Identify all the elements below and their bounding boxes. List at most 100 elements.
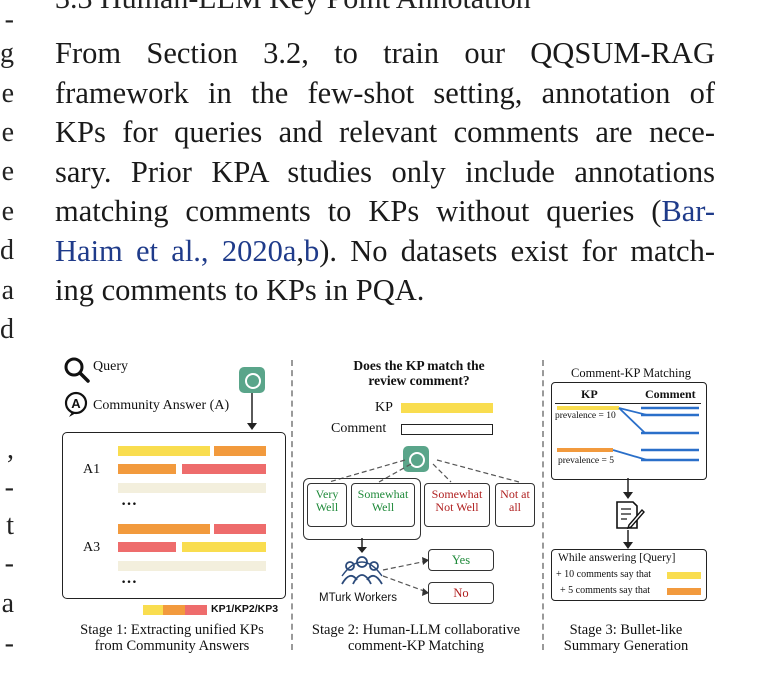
stage-divider xyxy=(291,360,293,650)
option-somewhat-not-well[interactable]: Somewhat Not Well xyxy=(424,483,490,527)
glyph: d xyxy=(0,314,14,345)
kp-bar xyxy=(118,542,176,552)
legend-label: KP1/KP2/KP3 xyxy=(211,603,279,615)
option-somewhat-well[interactable]: Somewhat Well xyxy=(351,483,415,527)
title-line: review comment? xyxy=(368,373,470,388)
glyph: t xyxy=(6,510,14,541)
kp-bar xyxy=(667,588,701,595)
caption-line: from Community Answers xyxy=(94,638,250,654)
yes-box[interactable]: Yes xyxy=(428,549,494,571)
glyph: , xyxy=(7,434,14,465)
arrow-down-icon xyxy=(357,538,367,553)
kp-bar xyxy=(401,403,493,413)
kp-bar xyxy=(118,464,176,474)
answer-icon: A xyxy=(64,391,88,417)
caption-line: Stage 3: Bullet-like xyxy=(569,622,683,638)
paragraph-line: ing comments to KPs in PQA. xyxy=(55,273,425,307)
pipeline-figure: Query A Community Answer (A) A1 … A3 … K… xyxy=(55,350,715,660)
stage-divider xyxy=(542,360,544,650)
arrow-down-icon xyxy=(623,478,633,499)
community-answer-label: Community Answer (A) xyxy=(93,398,230,413)
kp-bar xyxy=(214,524,266,534)
paragraph-line: Haim et al., 2020a,b). No datasets exist… xyxy=(55,232,715,272)
glyph: - xyxy=(4,472,14,503)
paragraph-line: From Section 3.2, to train our QQSUM-RAG xyxy=(55,36,715,70)
option-very-well[interactable]: Very Well xyxy=(307,483,347,527)
glyph: e xyxy=(1,196,14,227)
caption-line: Stage 2: Human-LLM collaborative xyxy=(311,622,521,638)
answer-label-a3: A3 xyxy=(83,540,101,555)
stage2-caption: Stage 2: Human-LLM collaborative comment… xyxy=(293,622,539,654)
dashed-arrows xyxy=(382,557,429,596)
svg-text:A: A xyxy=(71,396,81,411)
caption-line: Summary Generation xyxy=(563,638,689,654)
kp-label: KP xyxy=(375,400,393,415)
glyph: g xyxy=(0,38,14,69)
chatgpt-icon xyxy=(239,367,265,393)
no-box[interactable]: No xyxy=(428,582,494,604)
glyph: a xyxy=(1,275,14,306)
glyph: d xyxy=(0,235,14,266)
search-icon xyxy=(64,357,90,383)
summary-line: + 10 comments say that xyxy=(556,569,652,580)
citation-link[interactable]: b xyxy=(303,233,320,268)
citation-link[interactable]: Haim et al., xyxy=(55,233,222,268)
stage3-caption: Stage 3: Bullet-like Summary Generation xyxy=(545,622,707,654)
glyph: e xyxy=(1,117,14,148)
kp-bar xyxy=(118,561,266,571)
caption-line: Stage 1: Extracting unified KPs xyxy=(80,622,264,638)
stage1-caption: Stage 1: Extracting unified KPs from Com… xyxy=(55,622,289,654)
paragraph-line: framework in the few-shot setting, annot… xyxy=(55,75,715,110)
option-not-at-all[interactable]: Not at all xyxy=(495,483,535,527)
legend-swatch-yellow xyxy=(143,605,163,615)
kp-header: KP xyxy=(581,387,598,401)
section-heading-cut: 3.3 Human-LLM Key Point Annotation xyxy=(55,0,531,16)
matching-table xyxy=(551,382,707,480)
prevalence-label: prevalence = 5 xyxy=(558,456,614,466)
citation-link[interactable]: 2020a xyxy=(221,233,297,268)
answers-container xyxy=(62,432,286,599)
summary-title: While answering [Query] xyxy=(558,552,676,564)
document-edit-icon xyxy=(616,501,645,530)
glyph: - xyxy=(4,548,14,579)
legend-swatch-orange xyxy=(163,605,185,615)
left-column-fragment: - g e e e e d a d , - t - a - xyxy=(0,0,18,686)
legend-swatch-red xyxy=(185,605,207,615)
workers-label: MTurk Workers xyxy=(319,592,397,604)
arrow-down-icon xyxy=(623,530,633,549)
matching-lines xyxy=(557,406,699,462)
stage2-title: Does the KP match the review comment? xyxy=(299,358,539,388)
paragraph-line: KPs for queries and relevant comments ar… xyxy=(55,115,715,149)
glyph: - xyxy=(4,4,14,35)
body-paragraph: From Section 3.2, to train our QQSUM-RAG… xyxy=(55,34,715,311)
summary-line: + 5 comments say that xyxy=(560,585,651,596)
query-label: Query xyxy=(93,359,128,374)
ellipsis: … xyxy=(121,492,137,509)
paragraph-line: sary. Prior KPA studies only include ann… xyxy=(55,154,715,189)
kp-bar xyxy=(214,446,266,456)
kp-bar xyxy=(182,464,266,474)
answer-label-a1: A1 xyxy=(83,462,101,477)
comment-header: Comment xyxy=(645,387,696,401)
glyph: e xyxy=(1,156,14,187)
caption-line: comment-KP Matching xyxy=(348,638,484,654)
citation-link[interactable]: Bar- xyxy=(661,194,715,228)
chatgpt-icon xyxy=(403,446,429,472)
comment-bar xyxy=(401,424,493,435)
glyph: e xyxy=(1,78,14,109)
kp-bar xyxy=(118,524,210,534)
arrow-down-icon xyxy=(247,393,257,430)
kp-bar xyxy=(667,572,701,579)
paragraph-text: matching comments to KPs without queries… xyxy=(55,194,662,228)
workers-icon xyxy=(341,556,383,585)
ellipsis: … xyxy=(121,570,137,587)
kp-bar xyxy=(118,446,210,456)
glyph: - xyxy=(4,628,14,659)
table-header-rule xyxy=(555,403,701,404)
glyph: a xyxy=(1,588,14,619)
paragraph-line: matching comments to KPs without queries… xyxy=(55,192,715,232)
comment-label: Comment xyxy=(331,421,387,436)
title-line: Does the KP match the xyxy=(353,358,485,373)
prevalence-label: prevalence = 10 xyxy=(555,411,616,421)
stage3-title: Comment-KP Matching xyxy=(570,366,691,380)
